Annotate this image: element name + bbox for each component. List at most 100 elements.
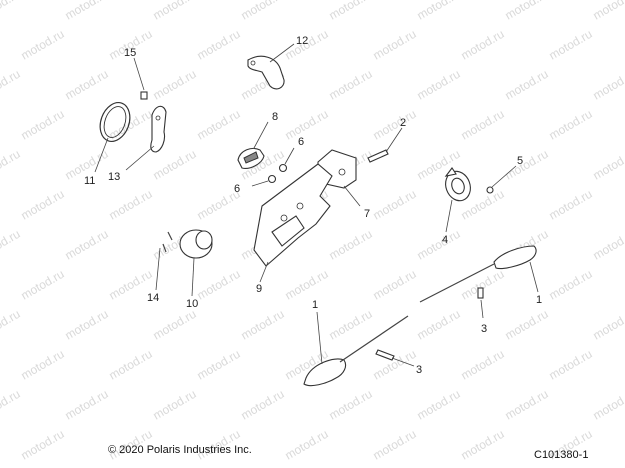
watermark-text: motod.ru [327,67,375,103]
part-6-nuts [251,147,295,187]
watermark-text: motod.ru [195,267,243,303]
watermark-text: motod.ru [547,107,595,143]
watermark-text: motod.ru [195,107,243,143]
part-1-right-signal [419,245,539,303]
watermark-text: motod.ru [591,387,625,423]
part-8-light [237,121,269,169]
part-3-right-screw [477,287,484,319]
watermark-text: motod.ru [19,347,67,383]
watermark-text: motod.ru [63,227,111,263]
watermark-text: motod.ru [547,267,595,303]
watermark-text: motod.ru [371,107,419,143]
callout-6-lower: 6 [234,183,240,195]
callout-6-upper: 6 [298,136,304,148]
part-10-plug [179,229,213,297]
watermark-text: motod.ru [591,307,625,343]
callout-9: 9 [256,283,262,295]
watermark-text: motod.ru [591,0,625,23]
watermark-text: motod.ru [371,187,419,223]
watermark-text: motod.ru [415,307,463,343]
watermark-text: motod.ru [63,67,111,103]
watermark-text: motod.ru [151,0,199,23]
watermark-text: motod.ru [503,67,551,103]
part-13-bracket [125,105,167,171]
part-3-left-screw [375,349,415,367]
callout-5: 5 [517,155,523,167]
callout-11: 11 [84,175,95,187]
watermark-text: motod.ru [63,387,111,423]
watermark-text: motod.ru [415,67,463,103]
watermark-text: motod.ru [151,307,199,343]
callout-8: 8 [272,111,278,123]
watermark-text: motod.ru [591,147,625,183]
watermark-text: motod.ru [459,347,507,383]
watermark-text: motod.ru [19,187,67,223]
watermark-text: motod.ru [503,0,551,23]
watermark-text: motod.ru [19,107,67,143]
watermark-text: motod.ru [415,387,463,423]
part-14-pins [155,231,173,291]
watermark-text: motod.ru [0,0,23,23]
callout-3-right: 3 [481,323,487,335]
watermark-text: motod.ru [195,347,243,383]
copyright-text: © 2020 Polaris Industries Inc. [108,444,252,456]
watermark-text: motod.ru [151,67,199,103]
watermark-text: motod.ru [371,27,419,63]
callout-15: 15 [124,47,136,59]
part-5-screw [486,165,517,194]
watermark-text: motod.ru [239,0,287,23]
watermark-text: motod.ru [371,267,419,303]
watermark-text: motod.ru [19,427,67,463]
part-1-left-signal [303,311,409,387]
callout-1-left: 1 [312,299,318,311]
watermark-text: motod.ru [19,267,67,303]
callout-4: 4 [442,234,448,246]
watermark-text: motod.ru [503,307,551,343]
watermark-text: motod.ru [415,0,463,23]
watermark-text: motod.ru [547,27,595,63]
part-11-ring [94,102,131,173]
callout-2: 2 [400,117,406,129]
watermark-text: motod.ru [327,0,375,23]
part-12-bracket [247,43,295,90]
callout-14: 14 [147,292,159,304]
watermark-text: motod.ru [283,427,331,463]
watermark-text: motod.ru [0,147,23,183]
callout-12: 12 [296,35,308,47]
callout-10: 10 [186,298,198,310]
watermark-text: motod.ru [327,227,375,263]
part-2-bolt [367,127,403,163]
callout-13: 13 [108,171,120,183]
watermark-text: motod.ru [459,427,507,463]
watermark-text: motod.ru [283,107,331,143]
watermark-text: motod.ru [459,107,507,143]
callout-labels: 1 1 2 3 3 4 5 6 6 7 8 9 10 11 12 13 14 1… [84,35,542,376]
part-9-plate-bracket [253,163,333,283]
watermark-text: motod.ru [327,387,375,423]
watermark-text: motod.ru [0,67,23,103]
watermark-text: motod.ru [283,267,331,303]
watermark-text: motod.ru [415,227,463,263]
watermark-text: motod.ru [371,427,419,463]
watermark-text: motod.ru [151,147,199,183]
watermark-text: motod.ru [239,307,287,343]
watermark-text: motod.ru [63,0,111,23]
watermark-text: motod.ru [239,387,287,423]
watermark-text: motod.ru [547,187,595,223]
watermark-text: motod.ru [195,27,243,63]
callout-3-left: 3 [416,364,422,376]
watermark-text: motod.ru [19,27,67,63]
part-4-horn [444,167,471,233]
watermark-text: motod.ru [0,227,23,263]
watermark-text: motod.ru [547,347,595,383]
callout-7: 7 [364,208,370,220]
diagram-id: C101380-1 [534,449,589,461]
watermark-text: motod.ru [63,307,111,343]
watermark-text: motod.ru [591,227,625,263]
watermark-text: motod.ru [503,387,551,423]
watermark-text: motod.ru [459,27,507,63]
watermark-text: motod.ru [107,187,155,223]
